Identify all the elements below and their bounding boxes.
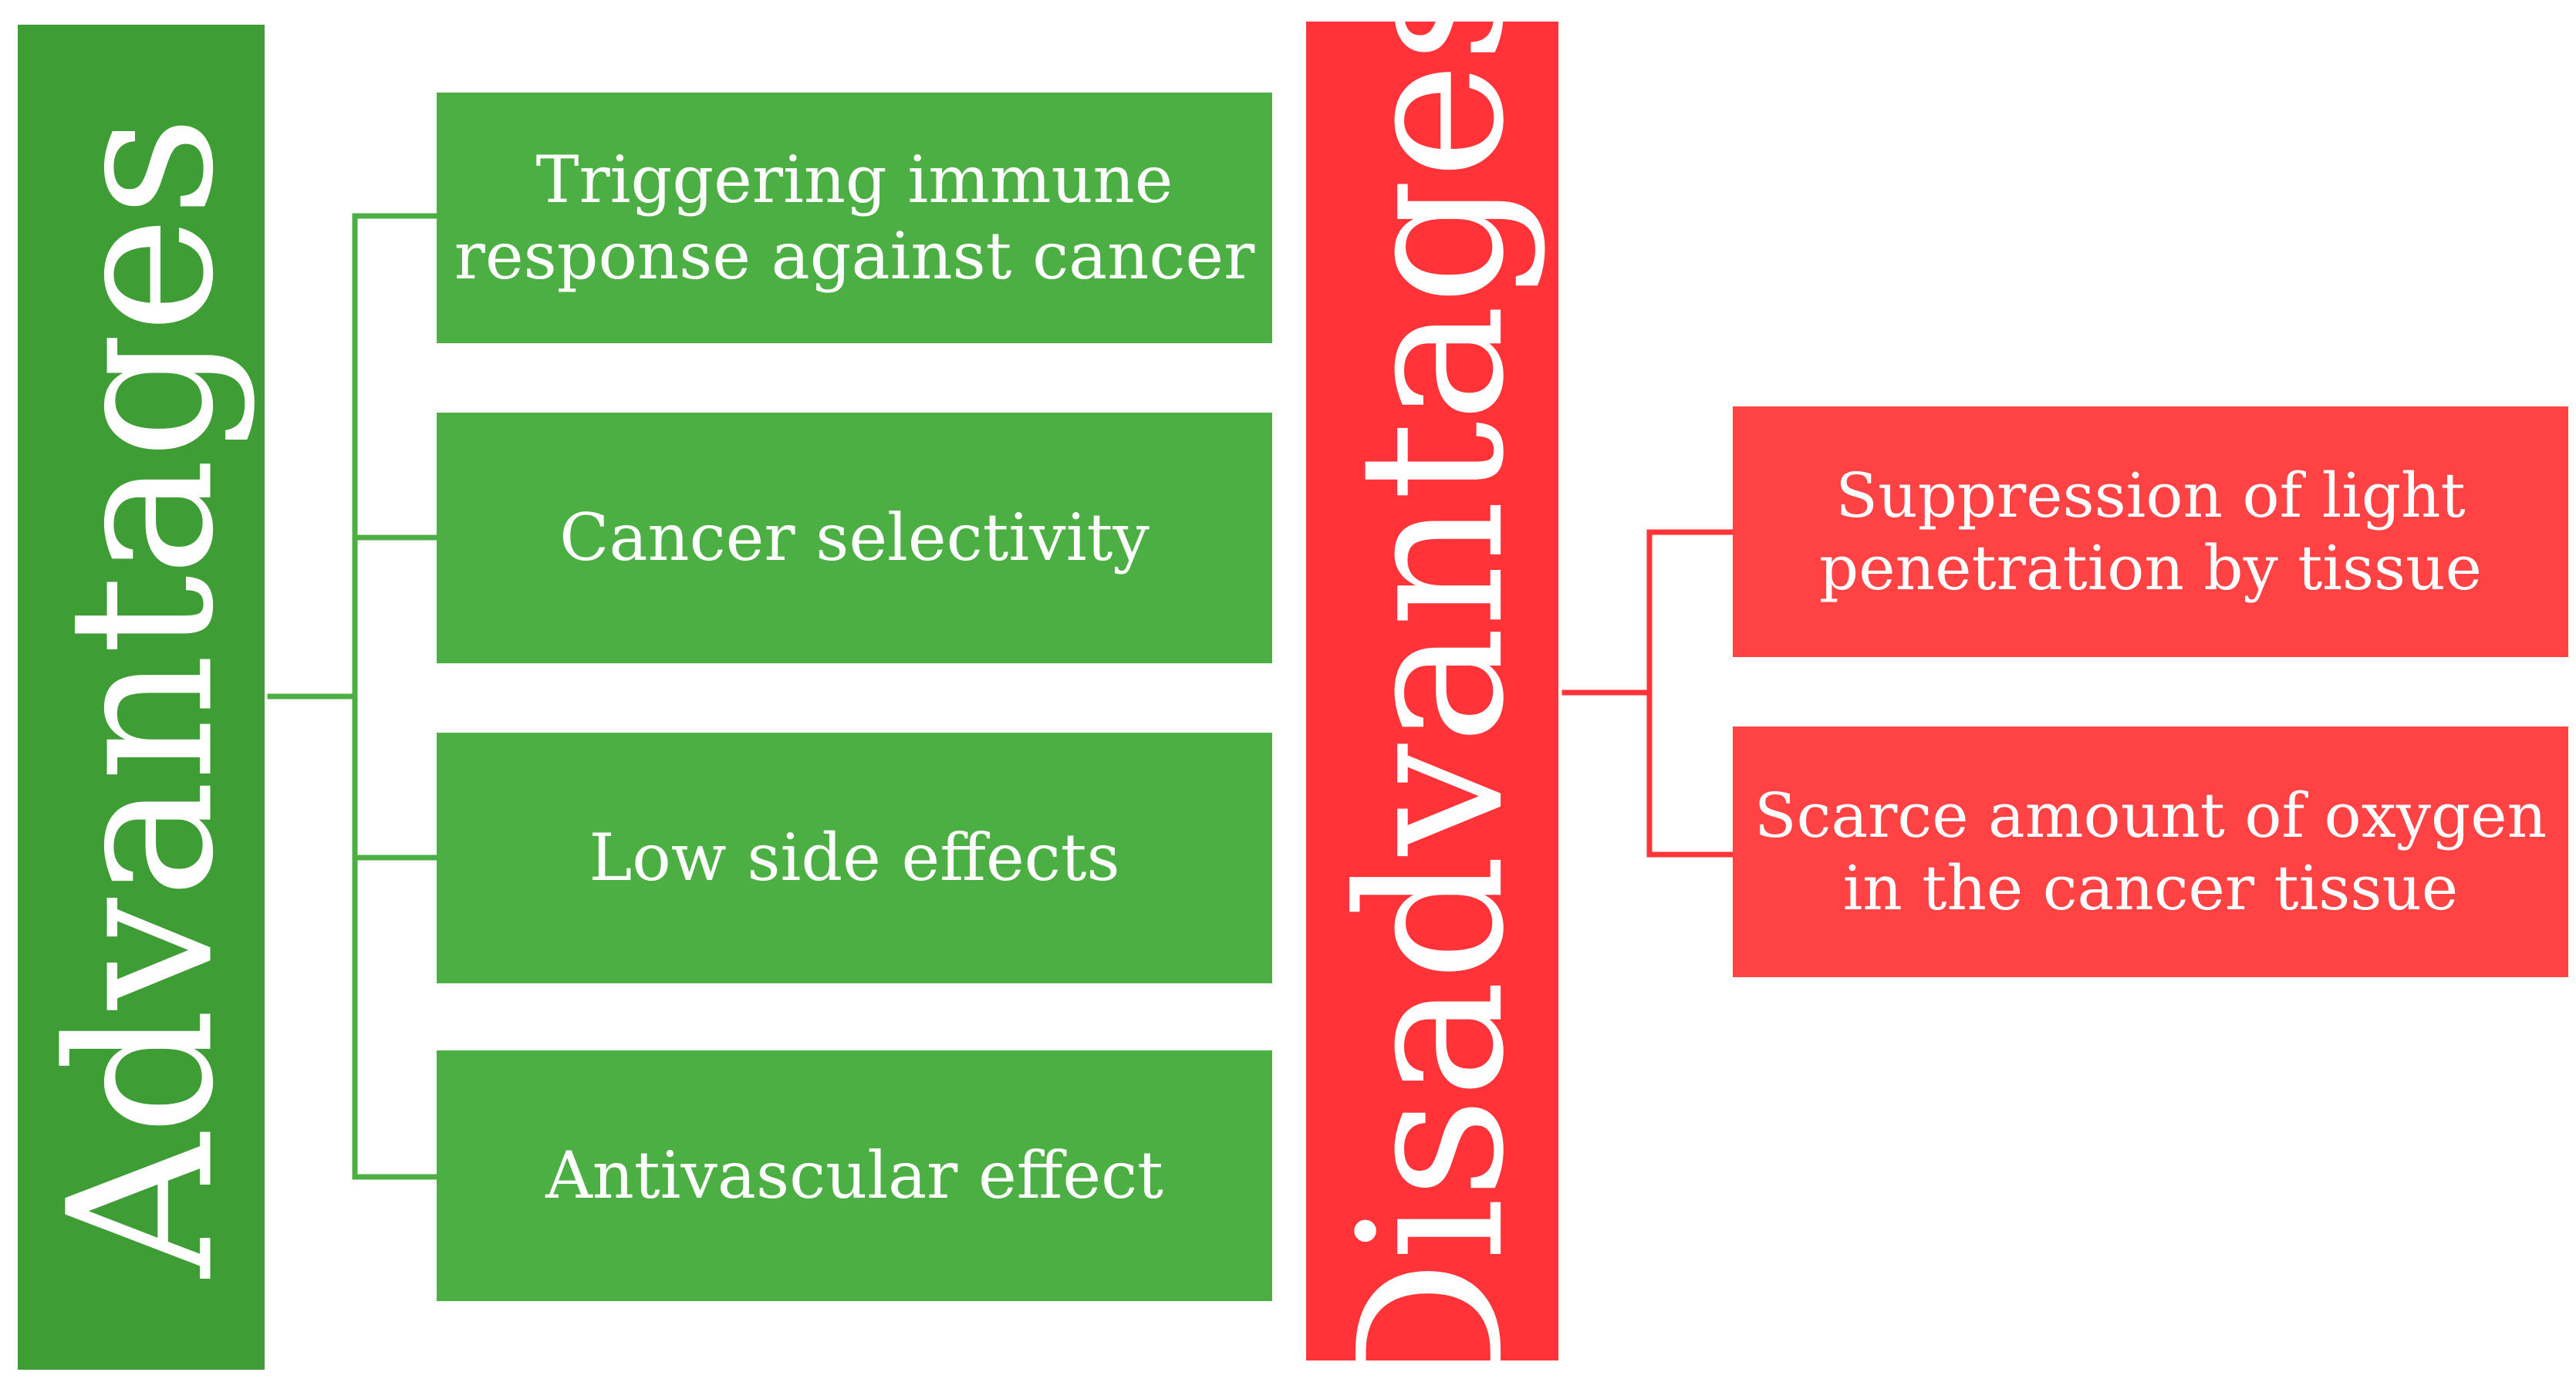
advantages-title: Advantages bbox=[25, 116, 258, 1278]
advantage-line: response against cancer bbox=[454, 217, 1255, 294]
advantage-box-antivascular-effect: Antivascular effect bbox=[437, 1050, 1272, 1301]
disadvantage-text: Suppression of light penetration by tiss… bbox=[1819, 460, 2482, 604]
disadvantage-line: Suppression of light bbox=[1835, 459, 2466, 531]
disadvantage-box-scarce-oxygen: Scarce amount of oxygen in the cancer ti… bbox=[1733, 727, 2568, 977]
advantage-box-low-side-effects: Low side effects bbox=[437, 733, 1272, 983]
disadvantages-title: Disadvantages bbox=[1316, 22, 1548, 1360]
disadvantages-bracket bbox=[1561, 529, 1736, 858]
advantage-box-immune-response: Triggering immune response against cance… bbox=[437, 93, 1272, 343]
advantage-line: Low side effects bbox=[589, 820, 1120, 896]
advantage-text: Cancer selectivity bbox=[559, 500, 1150, 575]
advantage-text: Triggering immune response against cance… bbox=[454, 142, 1255, 294]
disadvantage-line: in the cancer tissue bbox=[1842, 851, 2459, 924]
disadvantage-line: penetration by tissue bbox=[1819, 531, 2482, 604]
advantage-text: Antivascular effect bbox=[545, 1138, 1163, 1213]
advantages-bracket bbox=[267, 213, 440, 1180]
disadvantage-text: Scarce amount of oxygen in the cancer ti… bbox=[1754, 780, 2547, 924]
advantage-line: Cancer selectivity bbox=[559, 500, 1150, 576]
disadvantage-line: Scarce amount of oxygen bbox=[1754, 779, 2547, 851]
advantage-box-cancer-selectivity: Cancer selectivity bbox=[437, 413, 1272, 663]
disadvantage-box-light-penetration: Suppression of light penetration by tiss… bbox=[1733, 406, 2568, 657]
advantages-bar: Advantages bbox=[18, 25, 265, 1370]
advantage-line: Triggering immune bbox=[535, 142, 1173, 218]
advantage-text: Low side effects bbox=[589, 820, 1119, 895]
advantage-line: Antivascular effect bbox=[545, 1138, 1163, 1214]
disadvantages-bar: Disadvantages bbox=[1306, 22, 1558, 1360]
